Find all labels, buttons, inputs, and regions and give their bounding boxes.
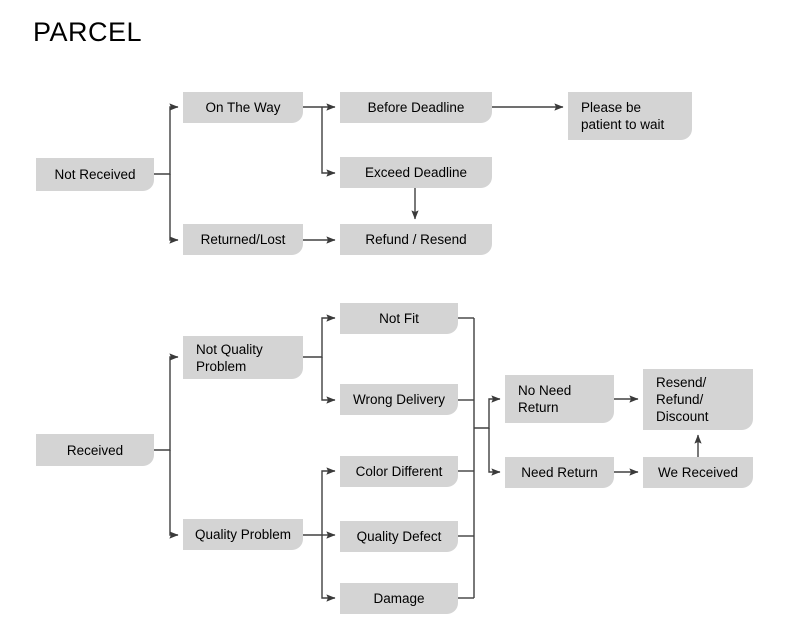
node-quality-defect[interactable]: Quality Defect [340,521,458,552]
node-refund-resend[interactable]: Refund / Resend [340,224,492,255]
edge-bus-to-no-need-return [474,395,501,429]
node-before-deadline[interactable]: Before Deadline [340,92,492,123]
node-quality-problem[interactable]: Quality Problem [183,519,303,550]
edge-quality-to-damage [321,535,336,602]
node-we-received[interactable]: We Received [643,457,753,488]
node-wrong-delivery[interactable]: Wrong Delivery [340,384,458,415]
edge-received-to-quality-problem [169,450,179,539]
edge-bus-to-need-return [488,428,501,476]
node-resend-refund[interactable]: Resend/ Refund/ Discount [643,369,753,430]
edge-not-received-to-returned-lost [169,174,179,244]
edge-not-quality-to-not-fit [303,314,336,358]
edge-quality-to-color-different [303,467,336,536]
node-no-need-return[interactable]: No Need Return [505,375,614,423]
node-received[interactable]: Received [36,434,154,466]
node-need-return[interactable]: Need Return [505,457,614,488]
node-not-fit[interactable]: Not Fit [340,303,458,334]
node-color-different[interactable]: Color Different [340,456,458,487]
page-title: PARCEL [33,17,143,47]
node-not-received[interactable]: Not Received [36,158,154,191]
edge-not-quality-to-wrong-delivery [321,357,336,404]
edge-not-received-to-on-the-way [154,103,179,175]
edge-received-to-not-quality [154,353,179,451]
node-damage[interactable]: Damage [340,583,458,614]
node-exceed-deadline[interactable]: Exceed Deadline [340,157,492,188]
node-on-the-way[interactable]: On The Way [183,92,303,123]
node-returned-lost[interactable]: Returned/Lost [183,224,303,255]
node-please-wait[interactable]: Please be patient to wait [568,92,692,140]
edge-on-the-way-to-exceed-deadline [321,107,336,177]
node-not-quality[interactable]: Not Quality Problem [183,336,303,379]
